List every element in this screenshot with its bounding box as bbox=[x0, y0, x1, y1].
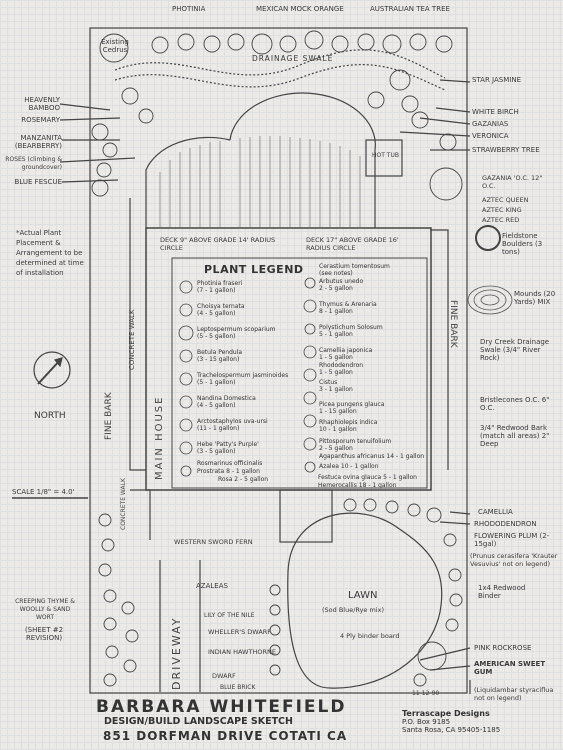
label-lawn: LAWN bbox=[348, 590, 378, 601]
legend-item: Leptospermum scoparium(5 - 5 gallon) bbox=[197, 326, 276, 340]
plant-legend-title: PLANT LEGEND bbox=[204, 263, 304, 276]
label-veronica: VERONICA bbox=[472, 132, 509, 140]
label-bristlecone: Bristlecones O.C. 6" O.C. bbox=[480, 396, 550, 412]
label-existing-cedrus: Existing Cedrus bbox=[101, 38, 129, 54]
label-main-house: MAIN HOUSE bbox=[154, 395, 165, 480]
legend-item: Azalea 10 - 1 gallon bbox=[319, 463, 379, 470]
label-white-birch: WHITE BIRCH bbox=[472, 108, 519, 116]
label-wheelers-dwarf: WHELLER'S DWARF bbox=[208, 628, 272, 636]
legend-item: Trachelospermum jasminoides(5 - 1 gallon… bbox=[197, 372, 289, 386]
label-mounds: Mounds (20 Yards) MIX bbox=[514, 290, 556, 306]
label-driveway: DRIVEWAY bbox=[170, 616, 183, 691]
label-dry-creek: Dry Creek Drainage Swale (3/4" River Roc… bbox=[480, 338, 550, 362]
north-arrow-compass bbox=[33, 351, 71, 389]
label-camellia: CAMELLIA bbox=[478, 508, 513, 516]
label-strawberry-tree: STRAWBERRY TREE bbox=[472, 146, 540, 154]
label-mexican-mock-orange: MEXICAN MOCK ORANGE bbox=[256, 5, 344, 13]
legend-item: Hemerocallis 18 - 1 gallon bbox=[318, 482, 397, 489]
legend-item: Nandina Domestica(4 - 5 gallon) bbox=[197, 395, 256, 409]
label-aztec-king: AZTEC KING bbox=[482, 206, 522, 214]
firm-po: P.O. Box 9185 bbox=[402, 718, 451, 726]
label-gazanias: GAZANIAS bbox=[472, 120, 509, 128]
legend-item: Photinia fraseri(7 - 1 gallon) bbox=[197, 280, 243, 294]
legend-item: Choisya ternata(4 - 5 gallon) bbox=[197, 303, 245, 317]
label-deck-right: DECK 17" ABOVE GRADE 16' RADIUS CIRCLE bbox=[306, 236, 399, 252]
label-deck-left: DECK 9" ABOVE GRADE 14' RADIUS CIRCLE bbox=[160, 236, 276, 252]
label-date: 11-12-90 bbox=[412, 690, 440, 697]
sketch-subtitle: DESIGN/BUILD LANDSCAPE SKETCH bbox=[104, 716, 293, 727]
label-ply-binder: 4 Ply binder board bbox=[340, 632, 400, 640]
label-hot-tub: HOT TUB bbox=[372, 152, 399, 159]
label-gazania-note: GAZANIA 'O.C. 12" O.C. bbox=[482, 174, 543, 190]
label-creeping-thyme: CREEPING THYME & WOOLLY & SAND WORT bbox=[15, 598, 75, 621]
label-fieldstone-boulders: Fieldstone Boulders (3 tons) bbox=[502, 232, 543, 256]
firm-city: Santa Rosa, CA 95405-1185 bbox=[402, 726, 501, 734]
label-azaleas: AZALEAS bbox=[196, 582, 228, 590]
site-address: 851 DORFMAN DRIVE COTATI CA bbox=[103, 729, 348, 743]
label-redwood-bark: 3/4" Redwood Bark (match all areas) 2" D… bbox=[480, 424, 550, 448]
label-rosemary: ROSEMARY bbox=[21, 116, 60, 124]
label-lily-of-the-nile: LILY OF THE NILE bbox=[204, 612, 255, 619]
label-fine-bark-right: FINE BARK bbox=[448, 300, 458, 348]
label-blue-fescue: BLUE FESCUE bbox=[14, 178, 62, 186]
legend-item: Agapanthus africanus 14 - 1 gallon bbox=[319, 453, 425, 460]
label-plum-note: (Prunus cerasifera 'Krauter Vesuvius' no… bbox=[470, 552, 558, 568]
label-dwarf: DWARF bbox=[212, 672, 236, 680]
firm-block: Terrascape Designs P.O. Box 9185 Santa R… bbox=[402, 709, 501, 735]
legend-item: Arctostaphylos uva-ursi(11 - 1 gallon) bbox=[197, 418, 268, 432]
label-photinia: PHOTINIA bbox=[172, 5, 206, 13]
client-name-title: BARBARA WHITEFIELD bbox=[96, 697, 347, 717]
label-flowering-plum: FLOWERING PLUM (2-15gal) bbox=[474, 532, 550, 548]
label-placement-note: *Actual Plant Placement & Arrangement to… bbox=[16, 229, 84, 277]
label-north: NORTH bbox=[34, 411, 66, 421]
label-aztec-queen: AZTEC QUEEN bbox=[482, 196, 529, 204]
label-redwood-binder: 1x4 Redwood Binder bbox=[478, 584, 526, 600]
label-rhododendron: RHODODENDRON bbox=[474, 520, 537, 528]
label-concrete-walk-lower: CONCRETE WALK bbox=[120, 478, 127, 530]
legend-item: Rosa 2 - 5 gallon bbox=[218, 476, 269, 483]
legend-item: Hebe 'Patty's Purple'(3 - 5 gallon) bbox=[197, 441, 259, 455]
label-western-sword-fern: WESTERN SWORD FERN bbox=[174, 538, 253, 546]
label-sheet-revision: (SHEET #2 REVISION) bbox=[24, 626, 64, 642]
legend-item: Prostrata 8 - 1 gallon bbox=[197, 468, 260, 475]
property-boundary bbox=[89, 27, 468, 694]
label-american-sweet-gum: AMERICAN SWEET GUM bbox=[474, 660, 546, 676]
label-fine-bark-left: FINE BARK bbox=[104, 392, 114, 440]
label-gum-note: (Liquidambar styraciflua not on legend) bbox=[474, 686, 554, 702]
label-pink-rockrose: PINK ROCKROSE bbox=[474, 644, 532, 652]
label-concrete-walk: CONCRETE WALK bbox=[128, 309, 136, 370]
label-heavenly-bamboo: HEAVENLY BAMBOO bbox=[24, 96, 60, 112]
label-scale: SCALE 1/8" = 4.0' bbox=[12, 488, 75, 496]
legend-item: Cerastium tomentosum(see notes) bbox=[319, 263, 390, 277]
hot-tub-outline bbox=[365, 139, 403, 177]
label-roses: ROSES (climbing & groundcover) bbox=[5, 156, 62, 171]
firm-name: Terrascape Designs bbox=[402, 709, 490, 718]
legend-item: Festuca ovina glauca 5 - 1 gallon bbox=[318, 474, 417, 481]
legend-item: Betula Pendula(3 - 15 gallon) bbox=[197, 349, 243, 363]
lawn-outline bbox=[287, 512, 443, 689]
label-lawn-mix: (Sod Blue/Rye mix) bbox=[322, 606, 384, 614]
legend-item: Rosmarinus officinalis bbox=[197, 460, 263, 467]
label-manzanita: MANZANITA (BEARBERRY) bbox=[14, 134, 62, 150]
label-indian-hawthorne: INDIAN HAWTHORNE bbox=[208, 648, 276, 656]
label-blue-brick: BLUE BRICK bbox=[220, 684, 256, 691]
label-drainage-swale: DRAINAGE SWALE bbox=[252, 54, 334, 63]
label-australian-tea-tree: AUSTRALIAN TEA TREE bbox=[370, 5, 450, 13]
label-star-jasmine: STAR JASMINE bbox=[472, 76, 521, 84]
label-aztec-red: AZTEC RED bbox=[482, 216, 520, 224]
